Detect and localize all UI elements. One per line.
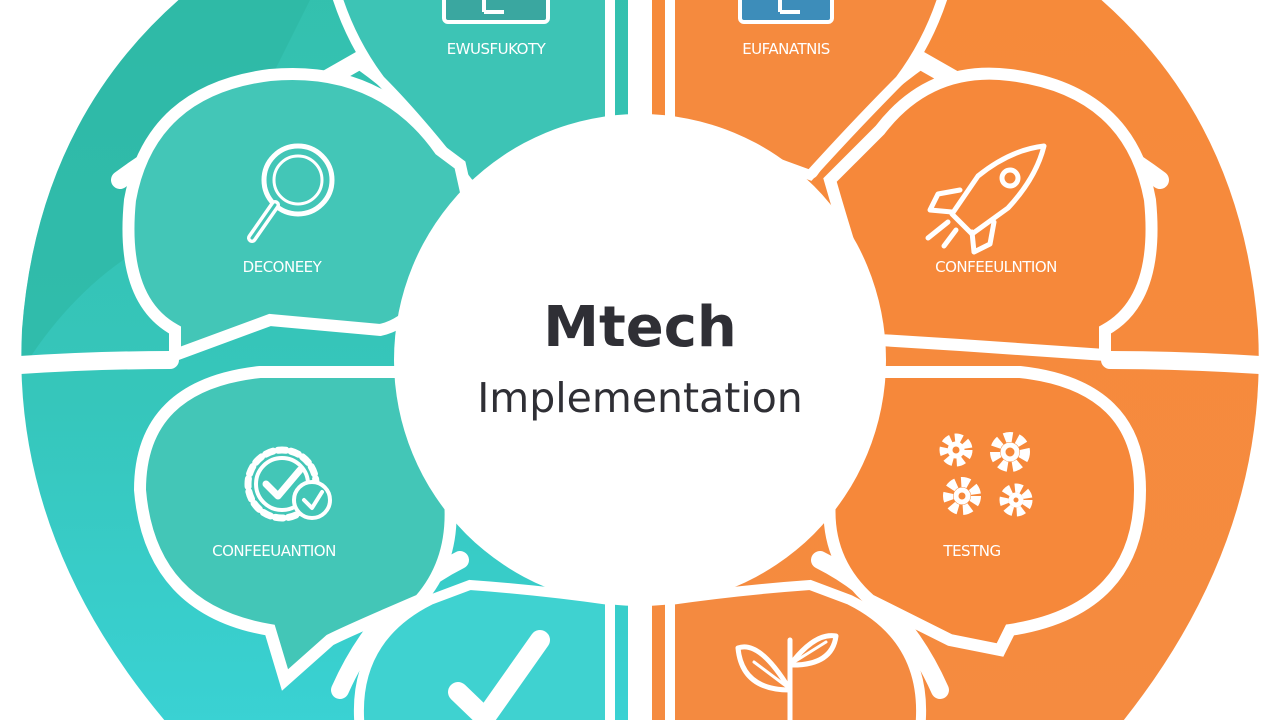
center-circle [394,114,886,606]
segment-label-top-right: EUFANATNIS [742,40,830,58]
center-subtitle: Implementation [477,374,803,422]
segment-label-top-left: EWUSFUKOTY [447,40,547,58]
segment-label-lower-right: TESTNG [942,542,1000,560]
laptop-icon [442,0,550,24]
gear-check-icon [244,446,332,522]
segment-label-upper-left: DECONEEY [243,258,323,276]
laptop-icon [738,0,834,24]
gears-icon [939,432,1033,517]
magnifier-icon [247,143,335,243]
checkmark-icon [448,630,550,725]
sprout-icon [735,633,839,723]
center-title: Mtech [543,295,737,360]
rocket-icon [925,143,1047,255]
segment-label-upper-right: CONFEEULNTION [935,258,1057,276]
segment-label-lower-left: CONFEEUANTION [212,542,336,560]
